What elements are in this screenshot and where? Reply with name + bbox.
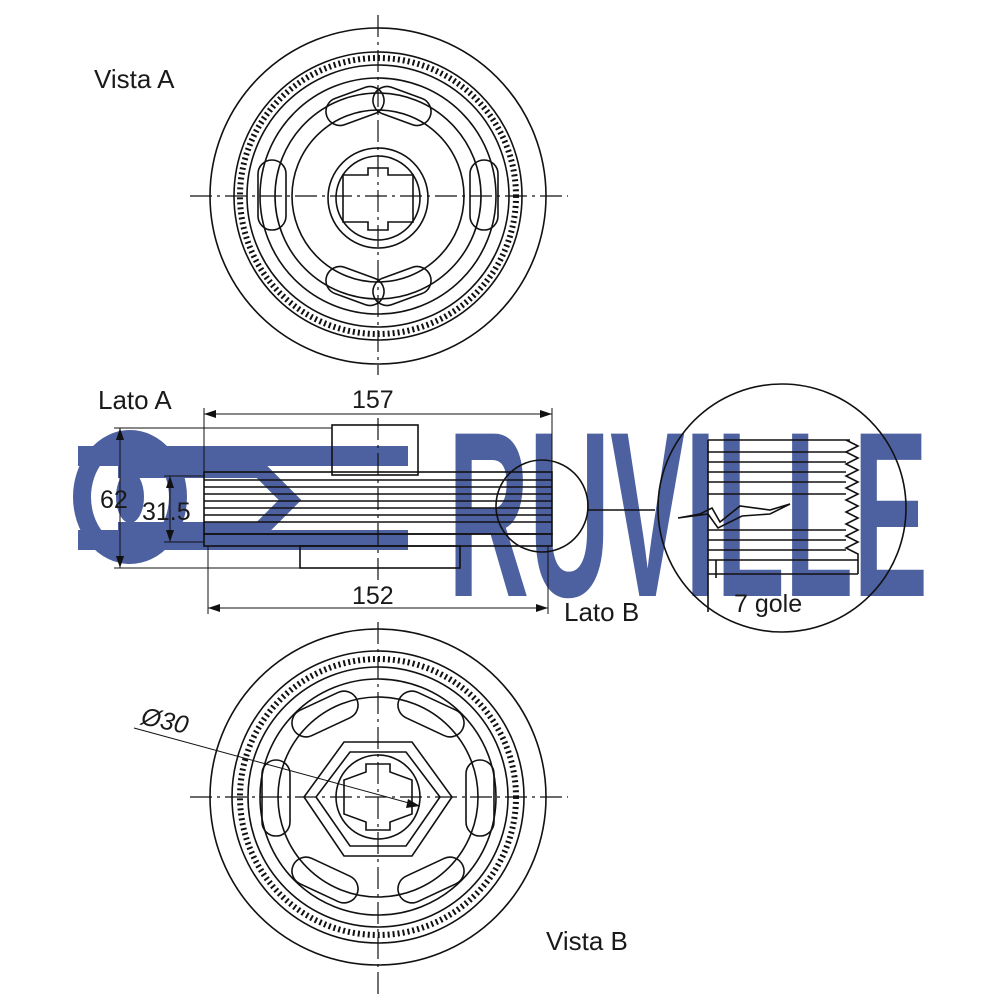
view-b-label: Vista B — [546, 926, 628, 956]
dimension-lines — [114, 408, 553, 614]
view-a-drawing — [190, 15, 568, 375]
side-b-label: Lato B — [564, 597, 639, 627]
dim-bore-diameter: Ø30 — [138, 702, 191, 739]
view-b-drawing — [133, 622, 568, 995]
dim-outer-width: 157 — [352, 386, 394, 414]
dim-bore-height: 31.5 — [142, 498, 191, 526]
view-b-windows — [261, 690, 495, 904]
side-view-drawing — [203, 418, 655, 582]
dim-belt-width: 152 — [352, 582, 394, 610]
detail-groove-lines — [708, 439, 858, 575]
groove-count-label: 7 gole — [734, 590, 802, 618]
groove-detail — [657, 383, 907, 633]
side-a-label: Lato A — [98, 385, 172, 415]
view-a-windows — [257, 85, 499, 307]
dim-total-height: 62 — [100, 486, 128, 514]
view-a-label: Vista A — [94, 64, 175, 94]
